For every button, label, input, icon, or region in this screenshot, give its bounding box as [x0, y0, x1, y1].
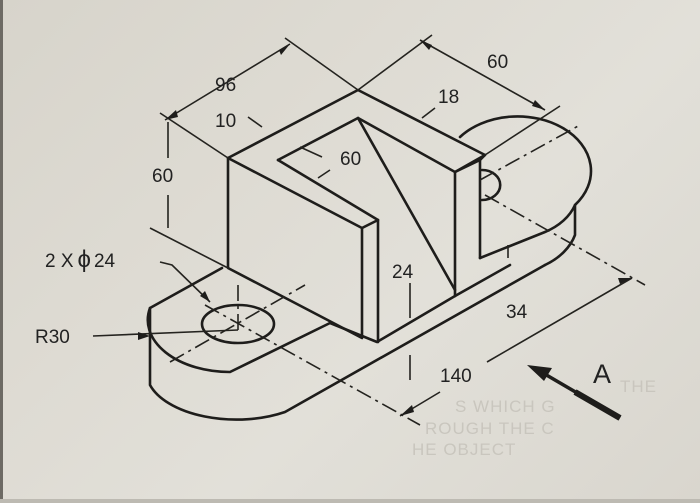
- diagonal-rib: [356, 116, 457, 292]
- center-line: [204, 304, 421, 426]
- right-wall: [453, 158, 482, 260]
- upright-front-face: [226, 156, 364, 340]
- center-lines: [169, 124, 646, 426]
- dim-10-leader: [247, 116, 263, 128]
- slot-inner-edge: [276, 158, 380, 222]
- web-edge: [360, 218, 380, 344]
- label-r30: R30: [35, 327, 70, 348]
- arrowhead: [279, 44, 290, 55]
- label-10: 10: [215, 111, 236, 132]
- label-24: 24: [392, 262, 414, 283]
- arrowhead: [400, 405, 414, 416]
- base-right-end-top: [478, 203, 577, 260]
- paper-sheet: [3, 0, 700, 499]
- label-view-a: A: [593, 359, 611, 389]
- extension-line: [484, 105, 561, 156]
- slot-inner: [276, 116, 457, 298]
- base-front-edge: [328, 263, 512, 344]
- dim-60-inner-leader: [317, 169, 331, 179]
- dim-60-inner-leader: [299, 146, 323, 158]
- r30-leader: [92, 329, 239, 337]
- extension-line: [159, 112, 229, 159]
- view-arrow-tail: [573, 389, 622, 421]
- dim-140-line: [486, 277, 633, 363]
- label-140: 140: [440, 366, 472, 387]
- dim-18-leader: [421, 107, 436, 119]
- extension-line: [284, 37, 359, 91]
- hole-count: 2 X: [45, 251, 74, 272]
- extension-line: [149, 227, 229, 269]
- left-hole: [200, 303, 276, 345]
- diameter-symbol: ϕ: [78, 246, 91, 273]
- arrowhead: [420, 40, 432, 50]
- center-line: [169, 284, 306, 363]
- arrowhead: [532, 100, 545, 110]
- label-60-slot: 60: [340, 149, 361, 170]
- dim-60-line: [419, 39, 546, 111]
- ghost-text-line: HE OBJECT: [412, 440, 516, 459]
- center-line: [479, 124, 581, 181]
- photo-bottom-edge: [0, 499, 700, 503]
- hole-diameter: 24: [94, 251, 116, 272]
- base-left-end-side: [148, 263, 547, 421]
- right-wall-top: [478, 153, 487, 162]
- view-direction-arrow: [527, 365, 622, 421]
- photo-left-edge: [0, 0, 3, 503]
- arrowhead: [618, 278, 632, 284]
- dimension-lines: [92, 34, 633, 417]
- center-line: [484, 194, 646, 286]
- base-plate: [146, 115, 593, 421]
- label-60-base: 60: [487, 52, 508, 73]
- dim-96-line: [164, 43, 291, 121]
- bleed-through-text: THE S WHICH G ROUGH THE C HE OBJECT: [412, 377, 657, 459]
- view-arrow-head: [527, 365, 552, 381]
- ghost-text-line: ROUGH THE C: [425, 419, 555, 438]
- arrowhead: [200, 291, 210, 302]
- upright-body: [226, 88, 487, 344]
- hole-leader: [159, 261, 211, 303]
- base-right-end: [458, 115, 593, 267]
- base-left-end-top: [146, 266, 332, 374]
- ghost-text-line: S WHICH G: [455, 397, 556, 416]
- right-hole: [480, 168, 502, 202]
- label-34: 34: [506, 302, 528, 323]
- label-96: 96: [215, 75, 236, 96]
- arrowhead: [165, 110, 178, 120]
- ghost-text-line: THE: [620, 377, 657, 396]
- arrowhead: [138, 332, 150, 340]
- extension-line: [357, 34, 433, 91]
- label-60-height: 60: [152, 166, 173, 187]
- label-18: 18: [438, 87, 459, 108]
